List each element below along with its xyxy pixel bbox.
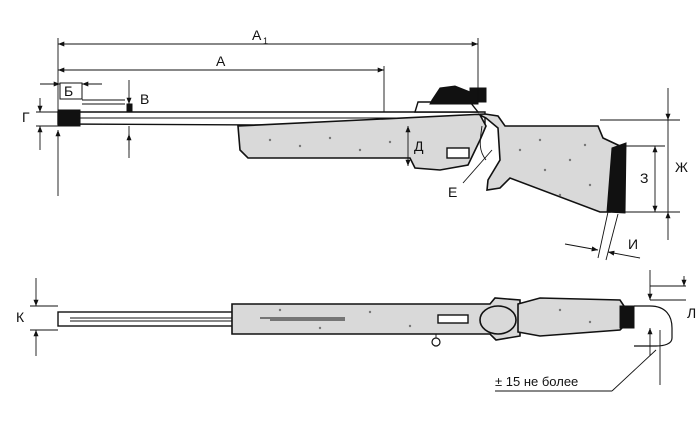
label-i: И <box>628 236 638 252</box>
label-v: В <box>140 91 149 107</box>
rifle-top-view <box>57 297 673 347</box>
label-z: З <box>640 170 648 186</box>
tolerance-note: ± 15 не более <box>495 349 657 392</box>
dimension-a1: A 1 <box>57 27 479 112</box>
label-a1-subscript: 1 <box>263 36 268 46</box>
dimension-l: Л <box>647 270 696 385</box>
dimension-k: К <box>16 278 58 356</box>
label-e: Е <box>448 184 457 200</box>
label-a1: A <box>252 27 262 43</box>
tolerance-note-text: ± 15 не более <box>495 374 578 389</box>
label-a: A <box>216 53 226 69</box>
label-l: Л <box>687 305 696 321</box>
label-b: Б <box>64 83 73 99</box>
dimension-e: Е <box>448 149 493 200</box>
dimension-z: З <box>626 145 665 212</box>
dimension-a: A <box>58 53 385 112</box>
dimension-g: Г <box>22 98 61 196</box>
rifle-side-view <box>57 85 627 214</box>
label-k: К <box>16 309 25 325</box>
dimension-v: В <box>126 80 149 158</box>
wood-texture <box>268 136 592 197</box>
dimension-b: Б <box>40 81 125 105</box>
label-g: Г <box>22 109 30 125</box>
label-zh: Ж <box>675 159 688 175</box>
dimension-zh: Ж <box>600 88 688 240</box>
dimension-i: И <box>564 211 641 261</box>
label-d: Д <box>414 138 424 154</box>
dimension-d: Д <box>405 126 424 166</box>
